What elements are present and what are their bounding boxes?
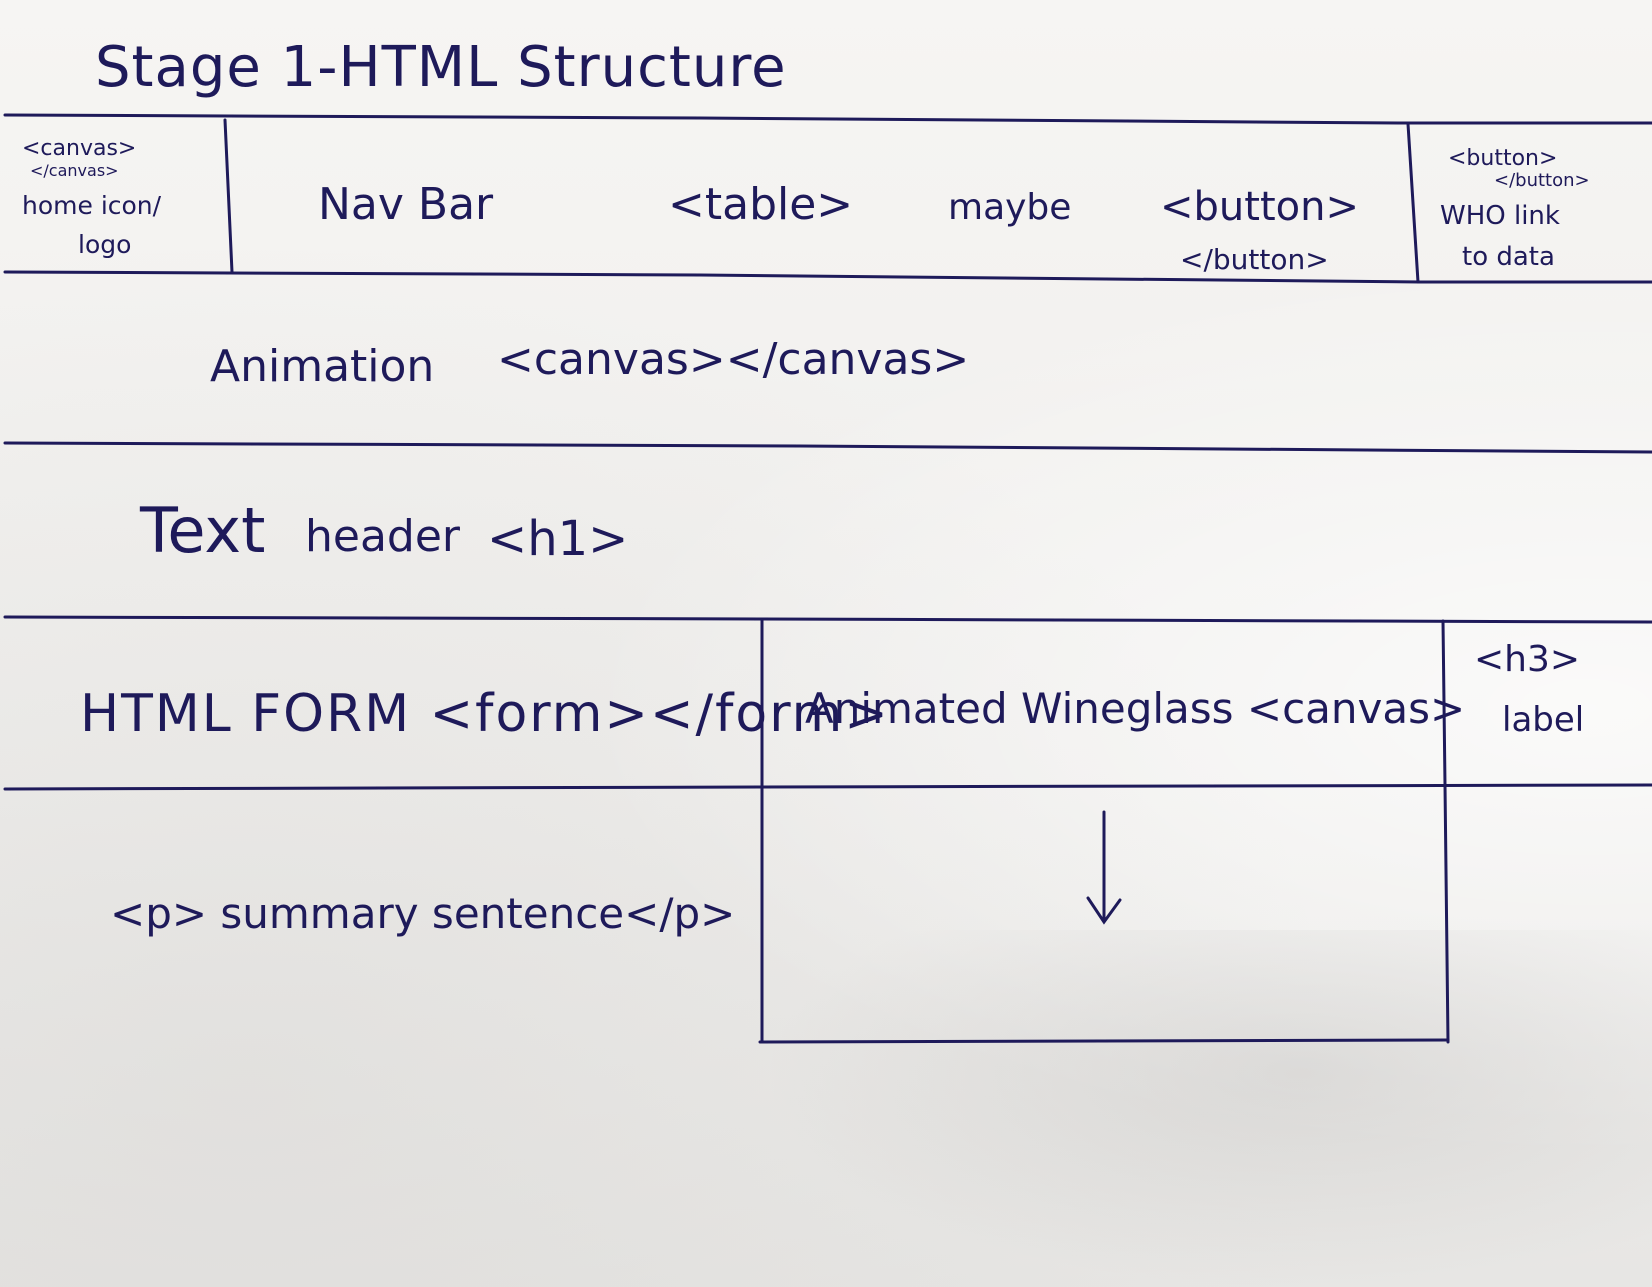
wineglass-box-bottom [758,1038,1450,1044]
logo-home-icon-label: home icon/ [22,191,162,220]
divider-nav-who [1406,122,1420,284]
logo-canvas-open: <canvas> [22,136,137,161]
logo-canvas-close: </canvas> [30,161,119,180]
wineglass-box-right [1443,783,1450,1044]
who-button-open: <button> [1448,146,1558,171]
h3-tag: <h3> [1474,639,1581,680]
html-form-label: HTML FORM <form></form> [80,684,890,744]
who-link-label: WHO link [1440,201,1560,231]
text-header-text: Text [140,494,266,567]
animation-label: Animation [210,341,435,392]
nav-button-close: </button> [1180,243,1329,276]
divider-nav-animation [3,270,1652,284]
summary-sentence: <p> summary sentence</p> [110,889,736,938]
text-header-header: header [305,511,461,562]
nav-button-open: <button> [1160,184,1359,230]
text-header-h1-tag: <h1> [487,511,629,567]
nav-maybe-label: maybe [948,187,1072,228]
who-button-close: </button> [1494,170,1590,191]
page-title: Stage 1-HTML Structure [95,35,787,100]
nav-table-tag: <table> [668,179,854,230]
divider-header-form [3,615,1652,624]
divider-logo-nav [223,118,234,274]
divider-title-nav [3,113,1652,125]
who-to-data-label: to data [1462,242,1555,272]
down-arrow-head [1086,896,1122,925]
logo-label: logo [78,230,132,259]
animation-canvas-tag: <canvas></canvas> [497,334,970,385]
h3-label: label [1502,700,1585,740]
paper-shadow [760,930,1652,1287]
divider-animation-header [3,441,1652,454]
nav-bar-label: Nav Bar [318,179,494,230]
divider-form-summary [3,783,1652,791]
animated-wineglass-label: Animated Wineglass <canvas> [805,684,1466,733]
